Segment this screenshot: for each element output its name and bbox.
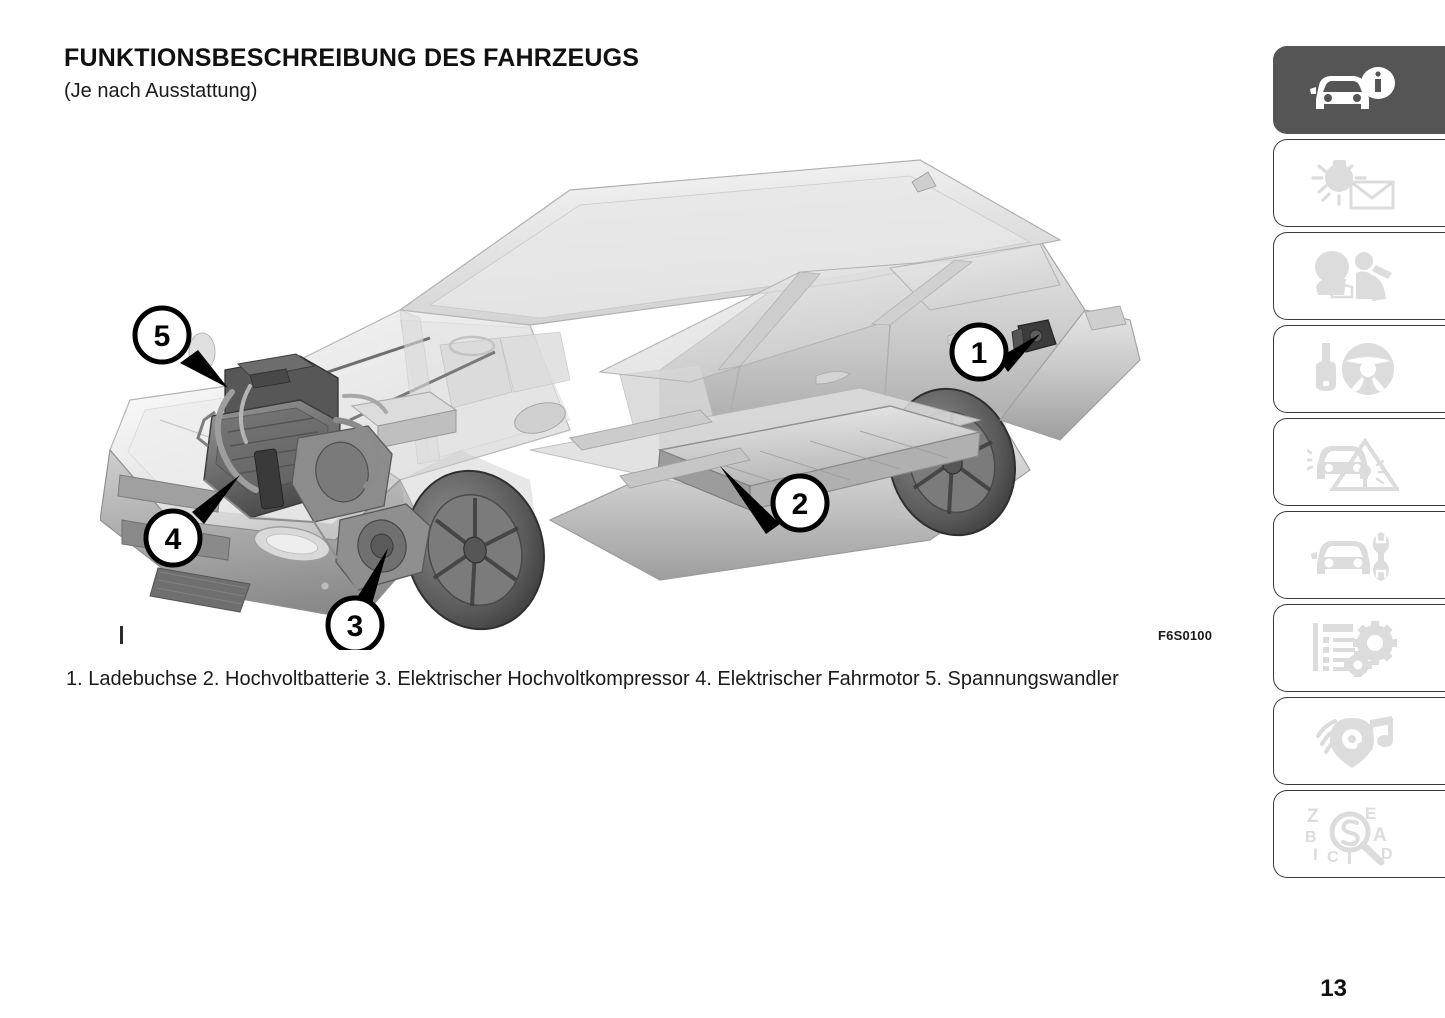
front-door-handle: [815, 371, 851, 385]
callout-3-tail: [358, 548, 388, 604]
hv-cable-2: [238, 384, 252, 444]
motor-bracket: [196, 410, 216, 448]
grille-mesh: [155, 571, 247, 605]
front-seat: [439, 337, 513, 409]
hv-cable-3: [333, 417, 383, 489]
callout-4-number: 4: [165, 523, 182, 556]
callout-4-tail: [192, 475, 240, 524]
vehicle-illustration: 5 4 3 2: [100, 159, 1141, 650]
side-mirror: [514, 402, 566, 434]
hv-cable-4: [342, 393, 388, 414]
figure-legend: 1. Ladebuchse 2. Hochvoltbatterie 3. Ele…: [66, 668, 1119, 690]
chapter-tab-sidebar: Z B I C T E A D: [1273, 46, 1445, 878]
svg-text:D: D: [1381, 846, 1393, 863]
vehicle-cutaway-figure: 5 4 3 2: [100, 120, 1230, 650]
gearbox-cover: [315, 441, 369, 503]
callout-3-number: 3: [347, 610, 364, 643]
tab-safety[interactable]: [1273, 232, 1445, 320]
hv-compressor: [335, 503, 431, 591]
callout-5: 5: [132, 305, 228, 388]
callout-5-number: 5: [154, 320, 171, 353]
headlamp-inner: [265, 533, 319, 555]
tab-technical-specifications[interactable]: [1273, 604, 1445, 692]
vehicle-rear-end: [999, 309, 1141, 441]
svg-text:E: E: [1365, 804, 1376, 823]
tab-multimedia[interactable]: [1273, 697, 1445, 785]
electric-powertrain-cluster: [196, 353, 431, 591]
tab-alphabetical-index[interactable]: Z B I C T E A D: [1273, 790, 1445, 878]
page-number: 13: [1320, 975, 1347, 1002]
callout-1-tail: [998, 334, 1040, 372]
key-steering-wheel-icon: [1315, 343, 1394, 395]
callout-4: 4: [143, 475, 240, 568]
power-electronics-box: [350, 391, 458, 449]
callout-1: 1: [949, 322, 1040, 382]
callout-1-number: 1: [971, 337, 988, 370]
figure-tick-mark: [120, 626, 123, 644]
rear-lamp: [1084, 305, 1127, 331]
car-warning-triangle-icon: [1306, 437, 1399, 491]
tab-vehicle-knowledge[interactable]: [1273, 46, 1445, 134]
car-info-icon: [1310, 67, 1395, 109]
motor-mount-block: [253, 448, 285, 510]
callout-2: 2: [720, 466, 830, 534]
list-gears-icon: [1312, 621, 1397, 677]
callout-5-tail: [180, 350, 228, 388]
music-navigation-icon: [1315, 716, 1393, 768]
svg-text:Z: Z: [1307, 806, 1319, 827]
figure-code: F6S0100: [1158, 628, 1213, 643]
tab-starting-driving[interactable]: [1273, 325, 1445, 413]
vehicle-roof-inner: [428, 175, 1032, 319]
callout-2-number: 2: [792, 488, 809, 521]
tab-emergency[interactable]: [1273, 418, 1445, 506]
voltage-converter-top: [236, 353, 316, 379]
callout-2-tail: [720, 466, 780, 534]
lamp-envelope-icon: [1310, 160, 1394, 210]
svg-text:B: B: [1305, 829, 1317, 846]
callout-3: 3: [325, 548, 388, 650]
grille-upper: [117, 474, 221, 513]
front-wheel: [405, 469, 545, 631]
fog-lamp: [321, 582, 329, 590]
hv-cable-1: [214, 389, 259, 493]
front-wheel-hub: [463, 536, 487, 564]
svg-text:C: C: [1327, 849, 1339, 866]
steering-wheel-hint: [448, 335, 496, 357]
rear-seat: [499, 331, 571, 393]
roof-antenna: [911, 171, 937, 193]
svg-text:A: A: [1373, 825, 1387, 846]
converter-connector: [249, 368, 291, 389]
tab-dashboard-controls[interactable]: [1273, 139, 1445, 227]
alphabetical-index-icon: Z B I C T E A D: [1305, 804, 1393, 866]
tab-maintenance-care[interactable]: [1273, 511, 1445, 599]
svg-text:I: I: [1313, 845, 1318, 864]
floor-crossmember-1: [569, 409, 713, 451]
car-wrench-icon: [1310, 532, 1389, 581]
airbag-seatbelt-icon: [1314, 251, 1392, 301]
page-subtitle: (Je nach Ausstattung): [64, 80, 258, 102]
floor-crossmember-2: [619, 447, 751, 489]
page-title: FUNKTIONSBESCHREIBUNG DES FAHRZEUGS: [64, 44, 640, 72]
front-subframe: [203, 479, 359, 591]
